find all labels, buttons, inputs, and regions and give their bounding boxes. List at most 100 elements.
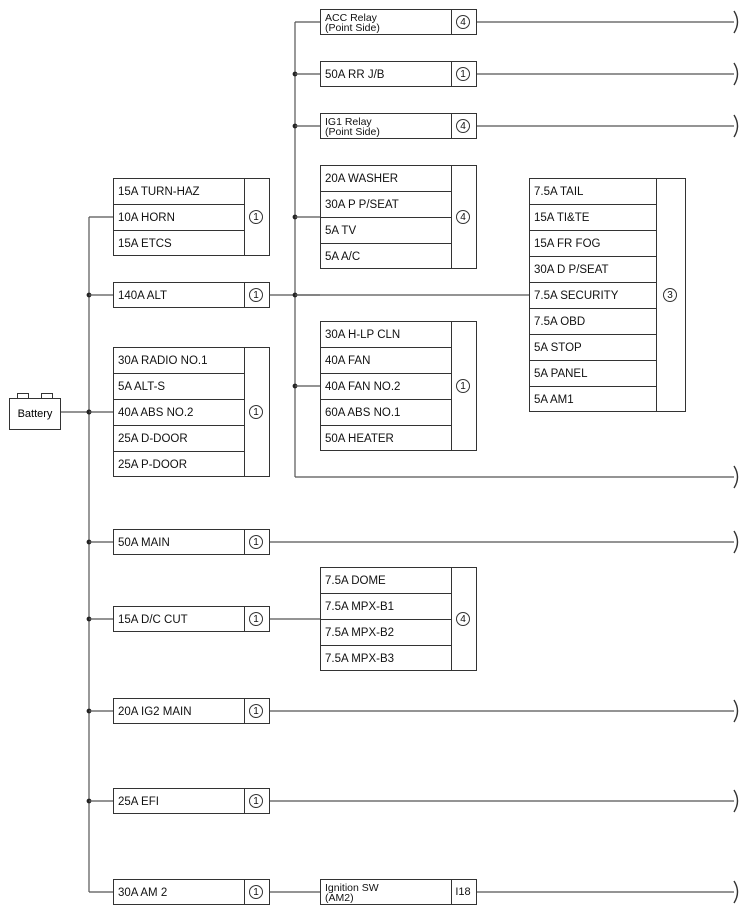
connector-number: 1 [249,794,263,808]
continuation-mark [733,10,739,34]
fuse-block-ign: Ignition SW (AM2) I18 [320,879,477,905]
connector-label: 1 [243,530,269,554]
fuse-acc-relay-point-side: ACC Relay (Point Side) [325,12,380,34]
fuse-15a-etcs: 15A ETCS [118,238,172,250]
continuation-mark [733,530,739,554]
connector-label: 1 [450,322,476,450]
fuse-list: Ignition SW (AM2) [321,880,452,904]
fuse-list: ACC Relay (Point Side) [321,10,452,34]
fuse-ig1-relay-point-side: IG1 Relay (Point Side) [325,116,380,138]
fuse-25a-efi: 25A EFI [118,796,159,808]
fuse-ignition-sw-am2: Ignition SW (AM2) [325,882,379,904]
fuse-15a-turn-haz: 15A TURN-HAZ [114,179,244,205]
fuse-40a-abs-no-2: 40A ABS NO.2 [114,400,244,426]
fuse-list: 140A ALT [114,283,245,307]
fuse-15a-ti-te: 15A TI&TE [530,205,656,231]
continuation-mark [733,114,739,138]
fuse-7-5a-mpx-b3: 7.5A MPX-B3 [325,653,395,665]
fuse-30a-am-2: 30A AM 2 [118,887,168,899]
connector-number: I18 [455,886,471,898]
fuse-block-rrjb: 50A RR J/B 1 [320,61,477,87]
fuse-list: 25A EFI [114,789,245,813]
connector-label: 4 [450,10,476,34]
fuse-7-5a-mpx-b2: 7.5A MPX-B2 [321,620,451,646]
connector-number: 1 [249,885,263,899]
fuse-20a-ig2-main: 20A IG2 MAIN [118,706,192,718]
connector-label: 3 [655,179,685,411]
fuse-20a-washer: 20A WASHER [321,166,451,192]
connector-label: 4 [450,166,476,268]
fuse-5a-stop: 5A STOP [530,335,656,361]
fuse-5a-am1: 5A AM1 [534,394,574,406]
fuse-block-am2: 30A AM 2 1 [113,879,270,905]
battery-terminal-negative [17,393,29,399]
fuse-5a-alt-s: 5A ALT-S [114,374,244,400]
fuse-block-main: 50A MAIN 1 [113,529,270,555]
fuse-40a-fan-no-2: 40A FAN NO.2 [321,374,451,400]
fuse-50a-rr-j-b: 50A RR J/B [325,69,385,81]
connector-label: 4 [450,114,476,138]
fuse-list: 15A D/C CUT [114,607,245,631]
fuse-5a-panel: 5A PANEL [530,361,656,387]
fuse-block-dc-cut: 15A D/C CUT 1 [113,606,270,632]
fuse-7-5a-mpx-b1: 7.5A MPX-B1 [321,594,451,620]
connector-label: 1 [243,880,269,904]
fuse-30a-radio-no-1: 30A RADIO NO.1 [114,348,244,374]
fuse-25a-p-door: 25A P-DOOR [118,459,188,471]
battery-label: Battery [17,408,53,420]
connector-label: 4 [450,568,476,670]
battery-terminal-positive [41,393,53,399]
fuse-7-5a-obd: 7.5A OBD [530,309,656,335]
connector-number: 4 [456,612,470,626]
connector-label: I18 [450,880,476,904]
fuse-7-5a-tail: 7.5A TAIL [530,179,656,205]
continuation-mark [733,62,739,86]
fuse-list: IG1 Relay (Point Side) [321,114,452,138]
fuse-block-alt: 140A ALT 1 [113,282,270,308]
continuation-mark [733,699,739,723]
fuse-40a-fan: 40A FAN [321,348,451,374]
fuse-block-ig1: IG1 Relay (Point Side) 4 [320,113,477,139]
fuse-5a-tv: 5A TV [321,218,451,244]
connector-label: 1 [243,283,269,307]
connector-label: 1 [243,699,269,723]
connector-label: 1 [243,348,269,476]
connector-number: 4 [456,210,470,224]
connector-number: 1 [249,535,263,549]
connector-number: 1 [456,379,470,393]
fuse-5a-a-c: 5A A/C [325,251,361,263]
fuse-list: 50A MAIN [114,530,245,554]
fuse-list: 50A RR J/B [321,62,452,86]
fuse-50a-main: 50A MAIN [118,537,170,549]
connector-number: 1 [249,210,263,224]
connector-label: 1 [243,789,269,813]
fuse-block-efi: 25A EFI 1 [113,788,270,814]
connector-label: 1 [450,62,476,86]
connector-label: 1 [243,607,269,631]
battery: Battery [9,393,61,430]
fuse-30a-h-lp-cln: 30A H-LP CLN [321,322,451,348]
continuation-mark [733,880,739,904]
fuse-15a-d-c-cut: 15A D/C CUT [118,614,188,626]
fuse-list: 30A AM 2 [114,880,245,904]
connector-number: 1 [249,288,263,302]
fuse-30a-d-p-seat: 30A D P/SEAT [530,257,656,283]
continuation-mark [733,465,739,489]
fuse-140a-alt: 140A ALT [118,290,168,302]
fuse-block-acc: ACC Relay (Point Side) 4 [320,9,477,35]
connector-number: 1 [249,704,263,718]
fuse-25a-d-door: 25A D-DOOR [114,426,244,452]
